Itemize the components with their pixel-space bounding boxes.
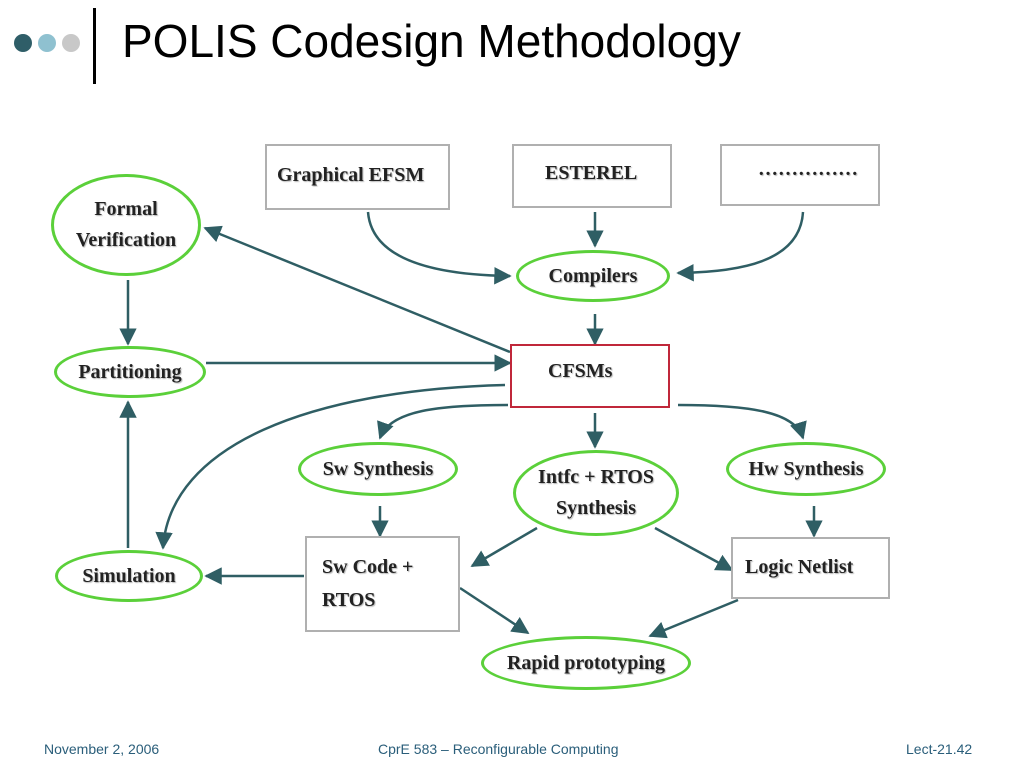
footer-slide-number: Lect-21.42 bbox=[906, 741, 973, 757]
footer-date: November 2, 2006 bbox=[44, 741, 160, 757]
cfsms-box: CFSMs bbox=[510, 344, 670, 408]
esterel-box: ESTEREL bbox=[512, 144, 672, 208]
dot-light-icon bbox=[38, 34, 56, 52]
arrow-cfsms-to-sw-synthesis bbox=[377, 403, 509, 440]
graphical-efsm-label: Graphical EFSM bbox=[277, 164, 425, 186]
arrow-cfsms-to-formal-verification bbox=[203, 225, 511, 354]
cfsms-label: CFSMs bbox=[548, 360, 613, 382]
esterel-label: ESTEREL bbox=[545, 162, 638, 184]
arrow-cfsms-to-simulation bbox=[155, 383, 506, 550]
logic-netlist-box: Logic Netlist bbox=[731, 537, 890, 599]
simulation-label: Simulation bbox=[82, 565, 176, 587]
title-divider bbox=[93, 8, 96, 84]
formal-verification-ellipse: Formal Verification bbox=[51, 174, 201, 276]
intfc-rtos-line-1: Intfc + RTOS bbox=[538, 466, 654, 488]
intfc-rtos-line-2: Synthesis bbox=[555, 497, 637, 519]
hw-synthesis-ellipse: Hw Synthesis bbox=[726, 442, 886, 496]
intfc-rtos-synthesis-ellipse: Intfc + RTOS Synthesis bbox=[513, 450, 679, 536]
partitioning-label: Partitioning bbox=[78, 361, 182, 383]
arrow-intfc-to-logic-netlist bbox=[654, 526, 734, 572]
sw-code-line-1: Sw Code + bbox=[322, 556, 414, 578]
rapid-prototyping-ellipse: Rapid prototyping bbox=[481, 636, 691, 690]
formal-verification-line-2: Verification bbox=[75, 229, 177, 251]
formal-verification-label: Formal Verification bbox=[76, 194, 176, 256]
simulation-ellipse: Simulation bbox=[55, 550, 203, 602]
sw-code-line-2: RTOS bbox=[322, 589, 376, 611]
arrow-sw-code-to-rapid-prototyping bbox=[459, 586, 530, 635]
slide-title: POLIS Codesign Methodology bbox=[122, 15, 741, 67]
arrow-ellipsis-to-compilers bbox=[676, 211, 805, 282]
ellipsis-box: …………… bbox=[720, 144, 880, 206]
dot-dark-icon bbox=[14, 34, 32, 52]
sw-synthesis-ellipse: Sw Synthesis bbox=[298, 442, 458, 496]
rapid-prototyping-label: Rapid prototyping bbox=[506, 652, 665, 674]
hw-synthesis-label: Hw Synthesis bbox=[748, 458, 864, 480]
compilers-ellipse: Compilers bbox=[516, 250, 670, 302]
sw-synthesis-label: Sw Synthesis bbox=[322, 458, 434, 480]
partitioning-ellipse: Partitioning bbox=[54, 346, 206, 398]
dot-gray-icon bbox=[62, 34, 80, 52]
logic-netlist-label: Logic Netlist bbox=[745, 556, 854, 578]
arrow-cfsms-to-hw-synthesis bbox=[677, 403, 807, 440]
footer-course: CprE 583 – Reconfigurable Computing bbox=[378, 741, 619, 757]
bullet-dots-decoration bbox=[14, 34, 80, 52]
arrow-efsm-to-compilers bbox=[366, 211, 512, 285]
sw-code-rtos-box: Sw Code + RTOS bbox=[305, 536, 460, 632]
formal-verification-line-1: Formal bbox=[94, 198, 158, 220]
arrow-intfc-to-sw-code bbox=[470, 526, 538, 568]
compilers-label: Compilers bbox=[548, 265, 638, 287]
arrow-logic-netlist-to-rapid-prototyping bbox=[648, 598, 739, 639]
title-bar: POLIS Codesign Methodology bbox=[0, 0, 1024, 90]
intfc-rtos-synthesis-label: Intfc + RTOS Synthesis bbox=[538, 462, 654, 524]
graphical-efsm-box: Graphical EFSM bbox=[265, 144, 450, 210]
ellipsis-label: …………… bbox=[758, 158, 858, 180]
